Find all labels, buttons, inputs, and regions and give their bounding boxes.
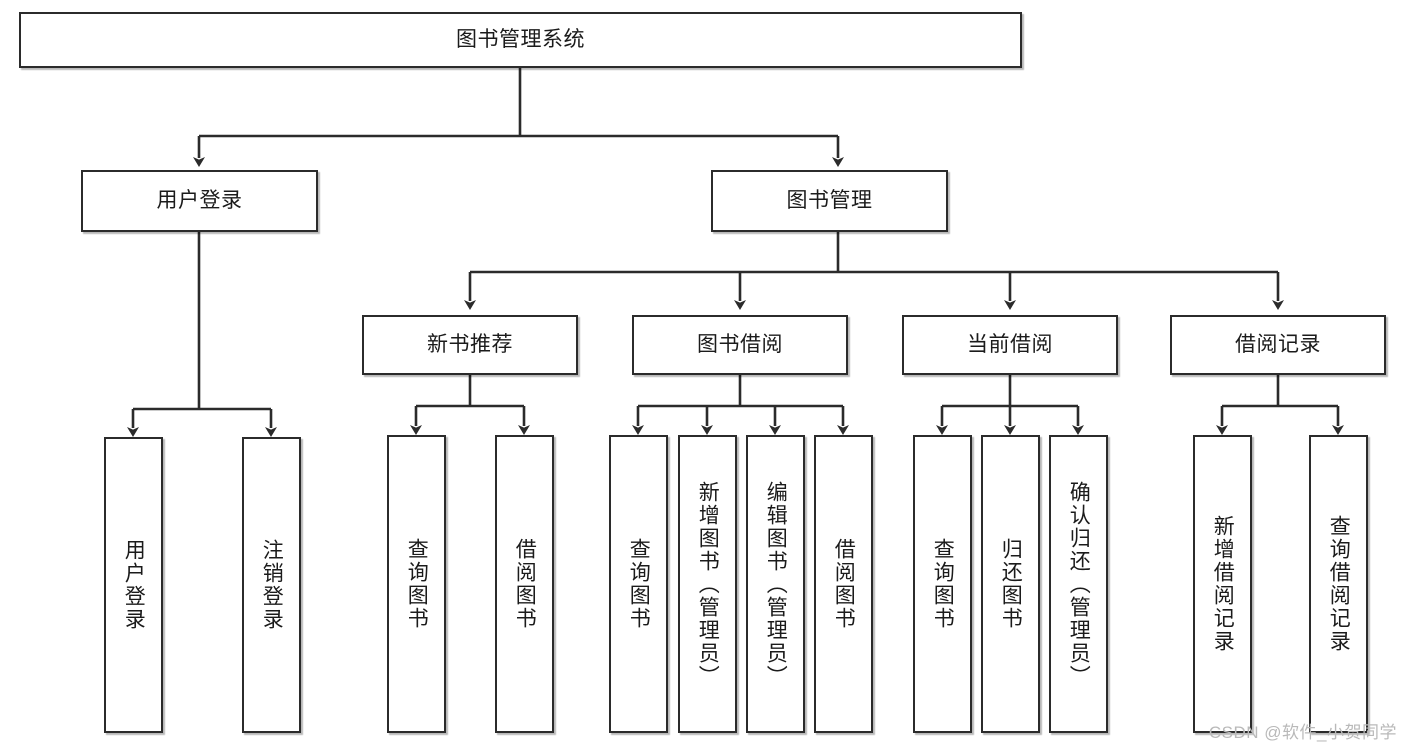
leaf-confirm-return-admin[interactable]: 确认归还（管理员） bbox=[1049, 435, 1108, 733]
node-new-book-recommend[interactable]: 新书推荐 bbox=[362, 315, 578, 375]
node-label: 当前借阅 bbox=[967, 332, 1053, 356]
node-label: 编辑图书（管理员） bbox=[764, 480, 788, 688]
csdn-watermark: CSDN @软件_小贺同学 bbox=[1208, 723, 1397, 742]
node-label: 新增借阅记录 bbox=[1211, 515, 1235, 653]
leaf-add-borrow-record[interactable]: 新增借阅记录 bbox=[1193, 435, 1252, 733]
node-label: 查询图书 bbox=[627, 538, 651, 630]
node-label: 图书管理 bbox=[786, 188, 873, 212]
leaf-borrow-book-new[interactable]: 借阅图书 bbox=[495, 435, 554, 733]
node-label: 归还图书 bbox=[999, 538, 1023, 630]
leaf-borrow-book[interactable]: 借阅图书 bbox=[814, 435, 873, 733]
node-label: 图书管理系统 bbox=[456, 27, 585, 51]
node-label: 借阅图书 bbox=[832, 538, 856, 630]
leaf-query-book-borrow[interactable]: 查询图书 bbox=[609, 435, 668, 733]
node-label: 查询借阅记录 bbox=[1327, 515, 1351, 653]
node-label: 新书推荐 bbox=[427, 332, 513, 356]
leaf-user-login[interactable]: 用户登录 bbox=[104, 437, 163, 733]
node-label: 用户登录 bbox=[122, 539, 146, 631]
leaf-query-book-current[interactable]: 查询图书 bbox=[913, 435, 972, 733]
leaf-return-book[interactable]: 归还图书 bbox=[981, 435, 1040, 733]
node-label: 查询图书 bbox=[931, 538, 955, 630]
node-user-login[interactable]: 用户登录 bbox=[81, 170, 318, 232]
node-book-borrow[interactable]: 图书借阅 bbox=[632, 315, 848, 375]
node-root-book-management-system[interactable]: 图书管理系统 bbox=[19, 12, 1022, 68]
node-label: 用户登录 bbox=[156, 188, 243, 212]
node-current-borrow[interactable]: 当前借阅 bbox=[902, 315, 1118, 375]
node-book-management[interactable]: 图书管理 bbox=[711, 170, 948, 232]
node-label: 借阅图书 bbox=[513, 538, 537, 630]
node-label: 新增图书（管理员） bbox=[696, 480, 720, 688]
leaf-query-book-new[interactable]: 查询图书 bbox=[387, 435, 446, 733]
node-label: 注销登录 bbox=[260, 539, 284, 631]
node-borrow-record[interactable]: 借阅记录 bbox=[1170, 315, 1386, 375]
leaf-logout[interactable]: 注销登录 bbox=[242, 437, 301, 733]
node-label: 借阅记录 bbox=[1235, 332, 1321, 356]
leaf-query-borrow-record[interactable]: 查询借阅记录 bbox=[1309, 435, 1368, 733]
leaf-edit-book-admin[interactable]: 编辑图书（管理员） bbox=[746, 435, 805, 733]
node-label: 查询图书 bbox=[405, 538, 429, 630]
leaf-add-book-admin[interactable]: 新增图书（管理员） bbox=[678, 435, 737, 733]
node-label: 确认归还（管理员） bbox=[1067, 480, 1091, 688]
node-label: 图书借阅 bbox=[697, 332, 783, 356]
